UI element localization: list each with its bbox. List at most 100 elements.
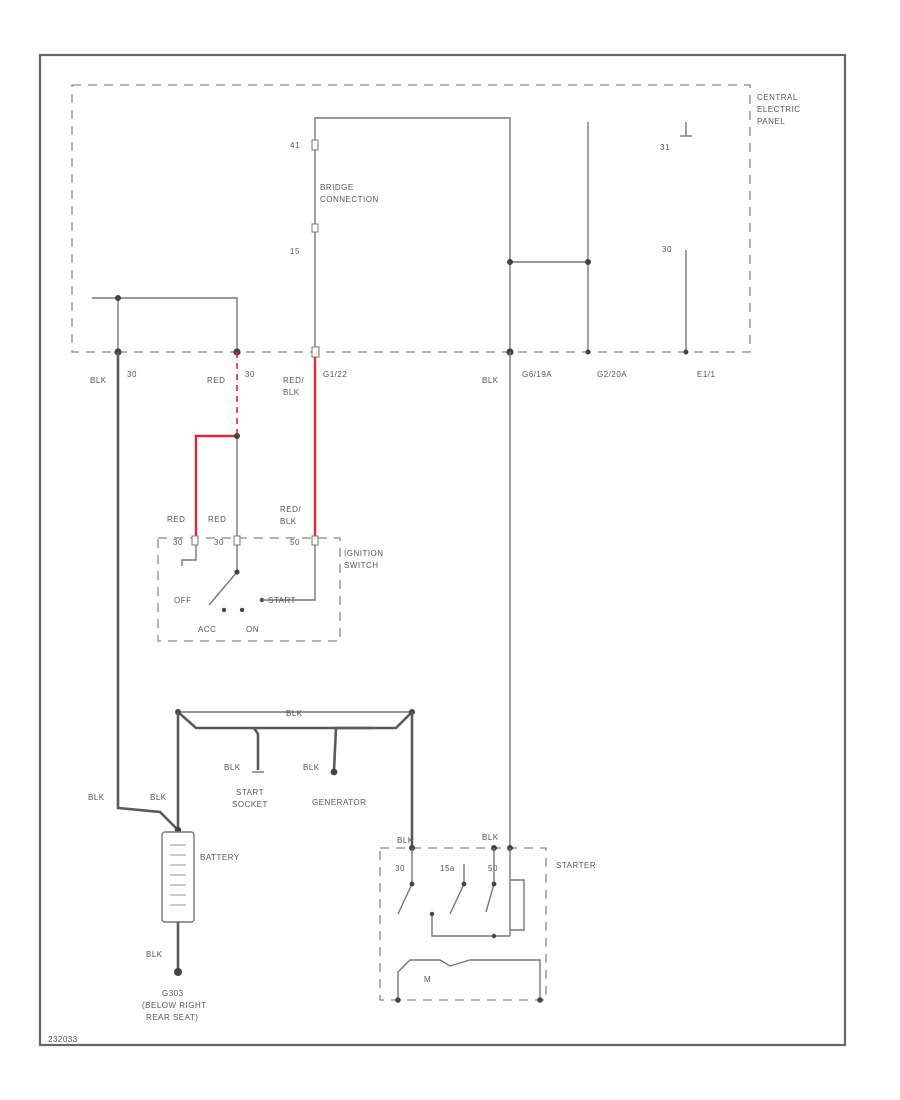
bus-wire-label: BLK <box>286 709 303 718</box>
ignition-pos-on: ON <box>246 625 259 634</box>
connector-dot <box>683 349 689 355</box>
starter-contact-arm <box>449 883 465 915</box>
panel-pin-30-label: 30 <box>662 245 672 254</box>
ignition-pos-acc: ACC <box>198 625 216 634</box>
ignition-switch-label-2: SWITCH <box>344 561 379 570</box>
ignition-wire-label-red: RED <box>208 515 226 524</box>
ignition-switch-arm <box>208 571 238 606</box>
panel-pin-15 <box>311 223 319 233</box>
splice-dot <box>585 259 591 265</box>
ground-wire-label: BLK <box>146 950 163 959</box>
starter-pin-label: 50 <box>488 864 498 873</box>
ignition-pin <box>311 535 319 546</box>
battery-wire-label: BLK <box>150 793 167 802</box>
panel-pin-15-label: 15 <box>290 247 300 256</box>
ignition-pin-label: 30 <box>173 538 183 547</box>
starter-contact <box>429 911 435 917</box>
starter-contact-arm <box>397 883 413 915</box>
starter-label: STARTER <box>556 861 596 870</box>
connector-dot <box>585 349 591 355</box>
start-socket-label-1: START <box>236 788 264 797</box>
wire-label-red-blk-1: RED/ <box>283 376 304 385</box>
bridge-connection-label-1: BRIDGE <box>320 183 354 192</box>
wire-label-blk: BLK <box>90 376 107 385</box>
starter-motor-circuit <box>397 959 498 1000</box>
starter-contact <box>491 933 497 939</box>
wire-blk-generator <box>332 726 372 771</box>
ignition-switch-outline <box>157 537 341 642</box>
panel-label-line-2: ELECTRIC <box>757 105 801 114</box>
switch-contact <box>221 607 227 613</box>
starter-terminal <box>537 997 543 1003</box>
battery-label: BATTERY <box>200 853 240 862</box>
starter-terminal <box>395 997 401 1003</box>
starter-wire-label: BLK <box>397 836 414 845</box>
panel-pin-41-label: 41 <box>290 141 300 150</box>
wire-blk-start-socket <box>252 727 260 770</box>
battery-wire-label: BLK <box>88 793 105 802</box>
starter-contact <box>409 881 415 887</box>
ground-label-2: (BELOW RIGHT <box>142 1001 207 1010</box>
panel-feed-wire <box>92 297 238 352</box>
ground-label-3: REAR SEAT) <box>146 1013 198 1022</box>
wire-label-red: RED <box>207 376 225 385</box>
start-socket-wire-label: BLK <box>224 763 241 772</box>
blk-bus: BLK BLK START SOCKET BLK GENERATOR <box>175 709 415 848</box>
starter-outline <box>379 847 547 1001</box>
ground-icon <box>174 968 182 976</box>
starter-pin-label: 30 <box>395 864 405 873</box>
connector-label: 30 <box>127 370 137 379</box>
wire-label-blk: BLK <box>482 376 499 385</box>
generator-wire-label: BLK <box>303 763 320 772</box>
wire-red-ignition-feed <box>194 434 237 540</box>
ignition-wire-label-red-blk-2: BLK <box>280 517 297 526</box>
connector-label: G1/22 <box>323 370 347 379</box>
figure-id: 232033 <box>48 1035 78 1044</box>
switch-pivot <box>234 569 240 575</box>
ignition-wire-label-red: RED <box>167 515 185 524</box>
panel-bridge-wire <box>314 117 511 352</box>
starter-solenoid-coil <box>510 879 525 931</box>
starter-contact <box>491 881 497 887</box>
ignition-internal-wire <box>262 545 316 601</box>
starter-wire-label: BLK <box>482 833 499 842</box>
ignition-wire-label-red-blk-1: RED/ <box>280 505 301 514</box>
ignition-pin-label: 30 <box>214 538 224 547</box>
wire-blk-bus <box>177 711 413 730</box>
starter-contact-arm <box>485 883 495 913</box>
panel-label-line-1: CENTRAL <box>757 93 798 102</box>
ignition-pos-start: START <box>268 596 296 605</box>
generator-label: GENERATOR <box>312 798 366 807</box>
ignition-switch-label-1: IGNITION <box>344 549 384 558</box>
ignition-pin <box>233 535 241 546</box>
central-electric-panel-outline <box>71 84 751 353</box>
panel-pin-31-label: 31 <box>660 143 670 152</box>
ignition-pin-label: 50 <box>290 538 300 547</box>
panel-label-line-3: PANEL <box>757 117 785 126</box>
panel-pin-41 <box>311 139 319 151</box>
bridge-connection-label-2: CONNECTION <box>320 195 379 204</box>
battery: BLK BLK BATTERY BLK G303 (BELOW RIGHT RE… <box>88 793 240 1022</box>
connector-label: G6/19A <box>522 370 552 379</box>
wire-blk-battery-feed <box>116 352 179 831</box>
splice-dot <box>507 259 513 265</box>
ignition-switch: RED RED RED/ BLK IGNITION SWITCH 30 30 5… <box>157 505 384 642</box>
splice-dot <box>234 433 240 439</box>
starter-contact <box>461 881 467 887</box>
start-socket-label-2: SOCKET <box>232 800 268 809</box>
wire-label-red-blk-2: BLK <box>283 388 300 397</box>
connector-label: G2/20A <box>597 370 627 379</box>
ignition-pos-off: OFF <box>174 596 192 605</box>
generator-terminal <box>330 768 338 776</box>
starter-pin-label: 15a <box>440 864 455 873</box>
starter-motor-label: M <box>424 975 431 984</box>
connector-label: E1/1 <box>697 370 716 379</box>
ignition-internal-wire <box>181 545 197 566</box>
diagram-border <box>38 53 847 1047</box>
starter-internal-wire <box>431 914 510 937</box>
central-electric-panel: CENTRAL ELECTRIC PANEL 41 15 BRIDGE CONN… <box>71 84 801 353</box>
ground-label-1: G303 <box>162 989 184 998</box>
switch-contact <box>239 607 245 613</box>
ignition-pin <box>191 535 199 546</box>
starter-motor-circuit <box>498 959 541 1000</box>
